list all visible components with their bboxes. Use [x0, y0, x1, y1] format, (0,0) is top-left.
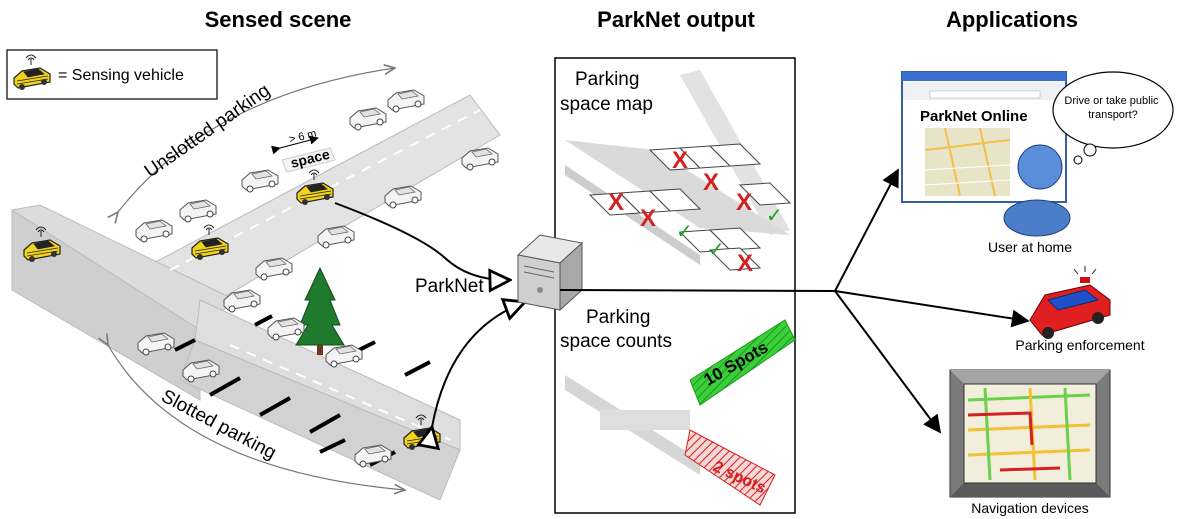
counts-title-line2: space counts: [560, 331, 672, 352]
occupied-mark: X: [736, 189, 752, 216]
free-mark: ✓: [766, 203, 783, 227]
police-car-icon: [1029, 266, 1111, 339]
slotted-arc: [108, 345, 405, 490]
occupied-mark: X: [672, 147, 688, 174]
output-panel: [554, 57, 796, 514]
free-mark: ✓: [708, 237, 725, 261]
navigation-device-icon: [949, 369, 1111, 498]
heading-applications: Applications: [946, 7, 1078, 32]
legend-box: = Sensing vehicle: [6, 49, 218, 100]
app-link-trunk: [559, 289, 836, 292]
thought-bubble: Drive or take public transport?: [1052, 71, 1174, 165]
map-title-line1: Parking: [575, 69, 639, 90]
unslotted-arc: [118, 68, 395, 212]
parknet-uplink-arrow: [334, 202, 510, 280]
heading-parknet-output: ParkNet output: [597, 7, 755, 32]
space-label: space: [289, 146, 332, 171]
few-spots-bar: [684, 429, 776, 506]
navigation-label: Navigation devices: [971, 500, 1089, 516]
heading-sensed-scene: Sensed scene: [205, 7, 352, 32]
free-spots-bar: [689, 319, 796, 406]
occupied-mark: X: [640, 205, 656, 232]
user-label: User at home: [988, 239, 1072, 255]
distance-label: > 6 m: [288, 128, 318, 146]
arrow-to-user: [834, 168, 899, 292]
free-mark: ✓: [676, 219, 693, 243]
arrow-to-navigation: [834, 290, 942, 434]
svg-text:Drive or take public tra: Drive or take public transport?: [1064, 95, 1161, 121]
map-title-line2: space map: [560, 94, 653, 115]
server-icon: [516, 234, 584, 312]
occupied-mark: X: [703, 169, 719, 196]
arrow-to-enforcement: [834, 290, 1030, 328]
tree-icon: [295, 266, 345, 355]
parknet-downlink-arrow: [432, 302, 525, 427]
space-marker: > 6 m space: [271, 128, 336, 173]
parknet-link-label: ParkNet: [415, 276, 484, 297]
thought-line-1: Drive or take public: [1064, 95, 1159, 107]
occupied-mark: X: [737, 250, 753, 277]
counts-title-line1: Parking: [586, 307, 650, 328]
thought-line-2: transport?: [1088, 109, 1138, 121]
enforcement-label: Parking enforcement: [1015, 337, 1144, 353]
parking-space-map: X X X X X X ✓ ✓ ✓: [565, 70, 792, 277]
browser-title: ParkNet Online: [920, 108, 1028, 125]
legend-text: = Sensing vehicle: [58, 67, 184, 84]
user-icon: [1003, 144, 1071, 237]
occupied-mark: X: [608, 189, 624, 216]
